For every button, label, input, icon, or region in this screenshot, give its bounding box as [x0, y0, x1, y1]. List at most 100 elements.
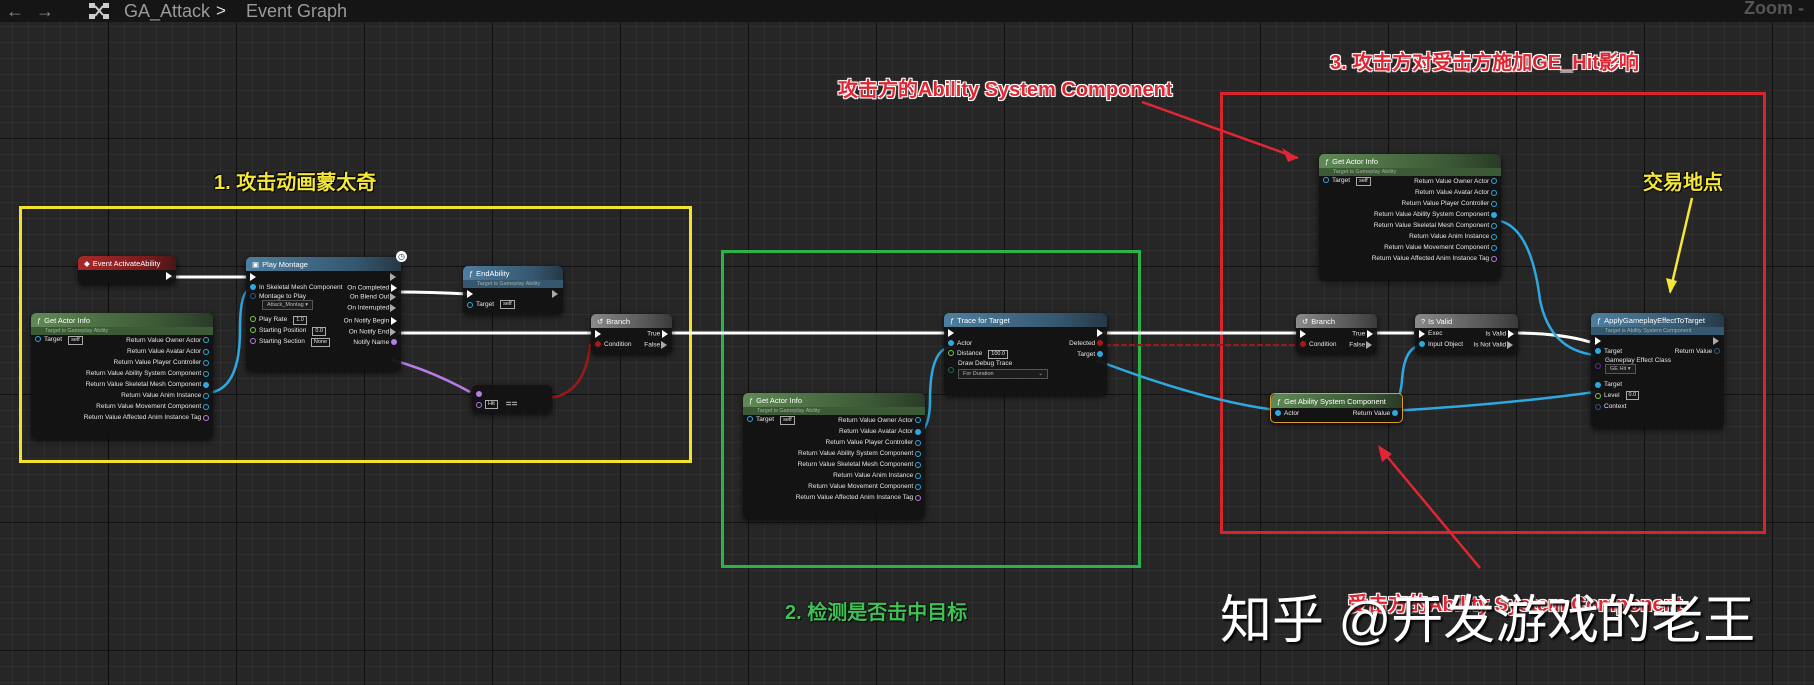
exec-out-pin[interactable] [661, 340, 668, 349]
target-pin[interactable] [1097, 351, 1103, 358]
output-pin[interactable] [915, 483, 921, 490]
compare-value[interactable]: Hit [485, 400, 498, 409]
exec-in-pin[interactable] [467, 289, 473, 298]
exec-out-pin[interactable] [552, 289, 559, 298]
node-play-montage[interactable]: ▣Play Montage In Skeletal Mesh Component… [246, 251, 407, 371]
output-pin[interactable] [1491, 255, 1497, 262]
distance-pin[interactable] [948, 350, 954, 357]
exec-out-pin[interactable] [1367, 329, 1373, 338]
output-pin[interactable] [915, 450, 921, 457]
input-pin[interactable] [250, 316, 256, 323]
exec-in-pin[interactable] [948, 328, 954, 337]
input-pin[interactable] [250, 284, 256, 291]
target-value[interactable]: self [780, 416, 795, 425]
output-pin[interactable] [203, 348, 209, 355]
output-pin[interactable] [1491, 233, 1497, 240]
output-pin[interactable] [203, 381, 209, 388]
back-arrow-icon[interactable]: ← [6, 0, 24, 21]
exec-in-pin[interactable] [595, 329, 601, 338]
target-value[interactable]: self [68, 336, 83, 345]
exec-out-pin[interactable] [662, 329, 668, 338]
actor-pin[interactable] [1275, 410, 1281, 417]
context-pin[interactable] [1595, 403, 1601, 410]
return-value-pin[interactable] [1714, 348, 1720, 355]
exec-out-pin[interactable] [391, 316, 397, 325]
output-pin[interactable] [1491, 178, 1497, 185]
output-pin[interactable] [1491, 222, 1497, 229]
input-pin[interactable] [250, 338, 256, 345]
target-pin[interactable] [747, 416, 753, 423]
exec-out-pin[interactable] [391, 283, 397, 292]
level-pin[interactable] [1595, 392, 1601, 399]
distance-input[interactable]: 100.0 [988, 350, 1009, 359]
forward-arrow-icon[interactable]: → [36, 0, 54, 21]
output-pin[interactable] [915, 428, 921, 435]
output-pin[interactable] [203, 337, 209, 344]
ge-class-select[interactable]: GE Hit ▾ [1605, 364, 1636, 374]
output-pin[interactable] [203, 414, 209, 421]
target-pin[interactable] [35, 336, 41, 343]
exec-in-pin[interactable] [250, 272, 256, 281]
output-pin[interactable] [203, 392, 209, 399]
output-pin[interactable] [915, 472, 921, 479]
output-pin[interactable] [391, 339, 397, 346]
input-pin[interactable] [250, 327, 256, 334]
output-pin[interactable] [915, 494, 921, 501]
target-pin[interactable] [1595, 381, 1601, 388]
breadcrumb-blueprint[interactable]: GA_Attack [124, 0, 211, 21]
exec-out-pin[interactable] [390, 272, 397, 281]
exec-in-pin[interactable] [1419, 329, 1425, 338]
exec-out-pin[interactable] [390, 293, 397, 301]
output-pin[interactable] [1491, 244, 1497, 251]
exec-out-pin[interactable] [390, 327, 397, 336]
exec-out-pin[interactable] [1366, 340, 1373, 349]
target-value[interactable]: self [1356, 177, 1371, 186]
condition-pin[interactable] [1300, 341, 1306, 348]
exec-out-pin[interactable] [1097, 328, 1103, 337]
output-pin[interactable] [203, 403, 209, 410]
output-pin[interactable] [1491, 200, 1497, 207]
input-object-pin[interactable] [1419, 341, 1425, 348]
output-pin[interactable] [203, 359, 209, 366]
output-pin[interactable] [915, 439, 921, 446]
input-pin[interactable] [250, 293, 256, 300]
exec-out-pin[interactable] [1713, 336, 1720, 345]
detected-pin[interactable] [1097, 340, 1103, 347]
exec-out-pin[interactable] [1508, 329, 1514, 338]
draw-debug-pin[interactable] [948, 367, 954, 373]
play-rate-input[interactable]: 1.0 [293, 316, 307, 325]
target-value[interactable]: self [500, 300, 515, 309]
starting-position-input[interactable]: 0.0 [312, 327, 326, 336]
input-pin[interactable] [476, 390, 482, 397]
node-event-activate-ability[interactable]: ◆Event ActivateAbility [78, 256, 176, 284]
ge-class-pin[interactable] [1595, 363, 1601, 369]
condition-pin[interactable] [595, 341, 601, 348]
target-pin[interactable] [467, 301, 473, 308]
exec-out-pin[interactable] [390, 304, 397, 312]
exec-out-pin[interactable] [1507, 340, 1514, 349]
exec-out-pin[interactable] [166, 271, 172, 280]
output-pin[interactable] [1491, 189, 1497, 196]
output-pin[interactable] [1491, 211, 1497, 218]
target-pin[interactable] [1595, 348, 1601, 355]
starting-section-input[interactable]: None [310, 338, 331, 347]
output-pin[interactable] [203, 370, 209, 377]
exec-in-pin[interactable] [1300, 329, 1306, 338]
input-pin[interactable] [476, 401, 482, 408]
target-pin[interactable] [1323, 177, 1329, 184]
montage-select[interactable]: Attack_Montag ▾ [262, 300, 313, 310]
level-input[interactable]: 0.0 [1625, 391, 1640, 400]
output-pin[interactable] [915, 417, 921, 424]
node-equals[interactable]: Hit== [472, 385, 552, 413]
exec-in-pin[interactable] [1595, 336, 1601, 345]
